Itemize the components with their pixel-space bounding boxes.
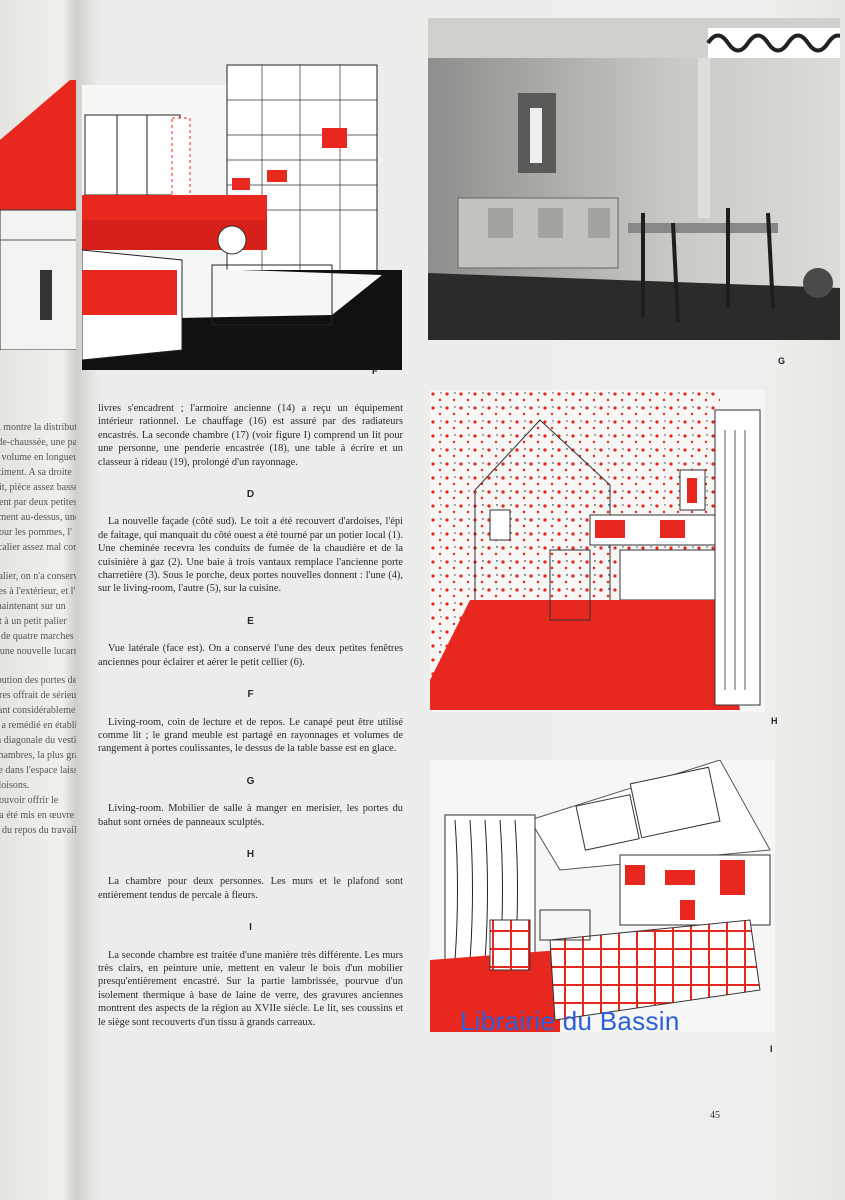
intro-paragraph: livres s'encadrent ; l'armoire ancienne …	[98, 403, 403, 468]
section-body: Vue latérale (face est). On a conservé l…	[98, 643, 403, 668]
left-page-line: ée dans l'espace laissé	[0, 765, 78, 776]
left-page-line: chambres, la plus grande	[0, 750, 78, 761]
section-heading: G	[246, 775, 255, 787]
section-body: Living-room. Mobilier de salle à manger …	[98, 803, 403, 828]
section-heading: F	[247, 689, 254, 701]
figure-g-label: G	[778, 356, 786, 366]
article-text: livres s'encadrent ; l'armoire ancienne …	[98, 402, 403, 1029]
section-heading: E	[247, 615, 254, 627]
section-heading: I	[249, 922, 252, 934]
section-heading: D	[246, 489, 255, 501]
left-page-line	[0, 555, 78, 569]
left-page-line: maintenant sur un	[0, 601, 66, 612]
section-body: Living-room, coin de lecture et de repos…	[98, 716, 403, 755]
left-page-line: pour les pommes, l'	[0, 527, 72, 538]
left-page-line: t a été mis en œuvre	[0, 810, 75, 821]
left-page-line: bres offrait de sérieux	[0, 690, 78, 701]
figure-i-second-bedroom-drawing	[430, 760, 775, 1032]
left-page-illustration	[0, 80, 78, 350]
left-page-line: sant considérablement	[0, 705, 78, 716]
left-page-line: pouvoir offrir le	[0, 795, 59, 806]
page-number: 45	[710, 1110, 720, 1121]
left-page-line: it du repos du travail	[0, 825, 77, 836]
left-page-line: ement au-dessus, une	[0, 512, 78, 523]
left-page-line: scalier assez mal com	[0, 542, 78, 553]
section-heading: H	[246, 848, 255, 860]
figure-i-label: I	[770, 1044, 773, 1054]
section-body: La seconde chambre est traitée d'une man…	[98, 949, 403, 1028]
left-page-line: y a remédié en établi	[0, 720, 78, 731]
left-page-line: calier, on n'a conservé	[0, 571, 78, 582]
section-body: La nouvelle façade (côté sud). Le toit a…	[98, 516, 403, 595]
left-page-line: cloisons.	[0, 780, 30, 791]
figure-h-bedroom-drawing	[430, 390, 765, 712]
left-page-line: -de-chaussée, une part	[0, 437, 78, 448]
figure-g-dining-room-photo	[428, 18, 840, 340]
left-page-line: la diagonale du vestib	[0, 735, 78, 746]
left-page-line: nt à un petit palier	[0, 616, 67, 627]
left-page-line: r une nouvelle lucarne	[0, 646, 78, 657]
left-page-line	[0, 659, 78, 673]
figure-f-label: F	[372, 366, 378, 376]
left-page: A montre la distribution -de-chaussée, un…	[0, 0, 78, 1200]
left-page-line: e de quatre marches	[0, 631, 74, 642]
figure-f-living-room-drawing	[82, 64, 402, 370]
left-page-line: nent par deux petites	[0, 497, 78, 508]
left-page-line: A montre la distribution	[0, 422, 78, 433]
left-page-line: âtiment. A sa droite	[0, 467, 72, 478]
section-body: La chambre pour deux personnes. Les murs…	[98, 876, 403, 901]
figure-h-label: H	[771, 716, 778, 726]
left-page-text: A montre la distribution -de-chaussée, un…	[0, 420, 78, 838]
left-page-line: ées à l'extérieur, et l'	[0, 586, 76, 597]
left-page-line: dit, pièce assez basse	[0, 482, 78, 493]
watermark: Librairie du Bassin	[460, 1006, 680, 1036]
left-page-line: n volume en longueur	[0, 452, 78, 463]
left-page-line: ibution des portes de	[0, 675, 78, 686]
